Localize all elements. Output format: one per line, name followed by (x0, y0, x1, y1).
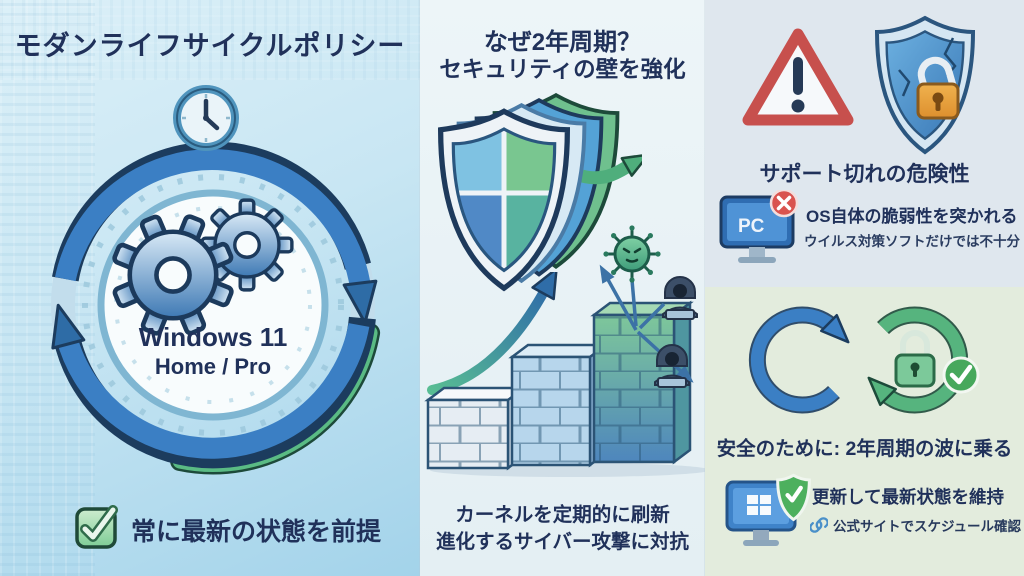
update-point-main: 更新して最新状態を維持 (812, 487, 1004, 507)
shield-check-badge-icon (776, 473, 811, 522)
cracked-shield-lock-icon (874, 15, 976, 155)
pc-label: PC (738, 216, 765, 237)
schedule-link-text: 公式サイトでスケジュール確認 (833, 519, 1022, 534)
pc-update-shield-icon (725, 473, 811, 546)
os-name: Windows 11 (138, 322, 288, 352)
schedule-link-row: 公式サイトでスケジュール確認 (810, 515, 1021, 535)
middle-title-line2: セキュリティの壁を強化 (439, 57, 686, 82)
brick-wall-icon (424, 300, 710, 477)
circuit-pattern-top (0, 0, 420, 80)
clock-icon (173, 85, 239, 151)
infinity-loop-lock-icon (748, 306, 980, 414)
risk-point-main: OS自体の脆弱性を突かれる (806, 207, 1018, 226)
check-badge-icon (942, 356, 980, 394)
gears-icon (112, 198, 294, 336)
pc-error-icon: PC (719, 190, 799, 263)
layered-shield-icon (437, 92, 642, 292)
middle-title-line1: なぜ2年周期？ (483, 29, 642, 56)
lock-icon (894, 330, 936, 388)
circuit-pattern (0, 0, 95, 576)
middle-panel-security (420, 0, 705, 576)
page-title: モダンライフサイクルポリシー (14, 31, 406, 61)
virus-icon (603, 225, 661, 283)
right-bottom-heading: 安全のために: 2年周期の波に乗る (716, 438, 1013, 460)
hacker-icon (662, 276, 698, 320)
middle-footer-line2: 進化するサイバー攻撃に対抗 (435, 531, 690, 553)
left-footer-note: 常に最新の状態を前提 (131, 518, 382, 546)
middle-footer-line1: カーネルを定期的に刷新 (455, 504, 670, 526)
right-top-heading: サポート切れの危険性 (759, 163, 970, 186)
link-icon (810, 517, 828, 533)
windows-logo-icon (747, 495, 771, 515)
green-checkbox-icon (75, 505, 118, 549)
hacker-icon (654, 344, 690, 388)
warning-triangle-icon (742, 28, 854, 126)
lifecycle-ring-icon (51, 141, 381, 475)
os-editions: Home / Pro (154, 354, 272, 379)
growth-arrow-icon (427, 272, 558, 395)
attack-icons (599, 225, 698, 388)
risk-point-sub: ウイルス対策ソフトだけでは不十分 (804, 234, 1020, 249)
